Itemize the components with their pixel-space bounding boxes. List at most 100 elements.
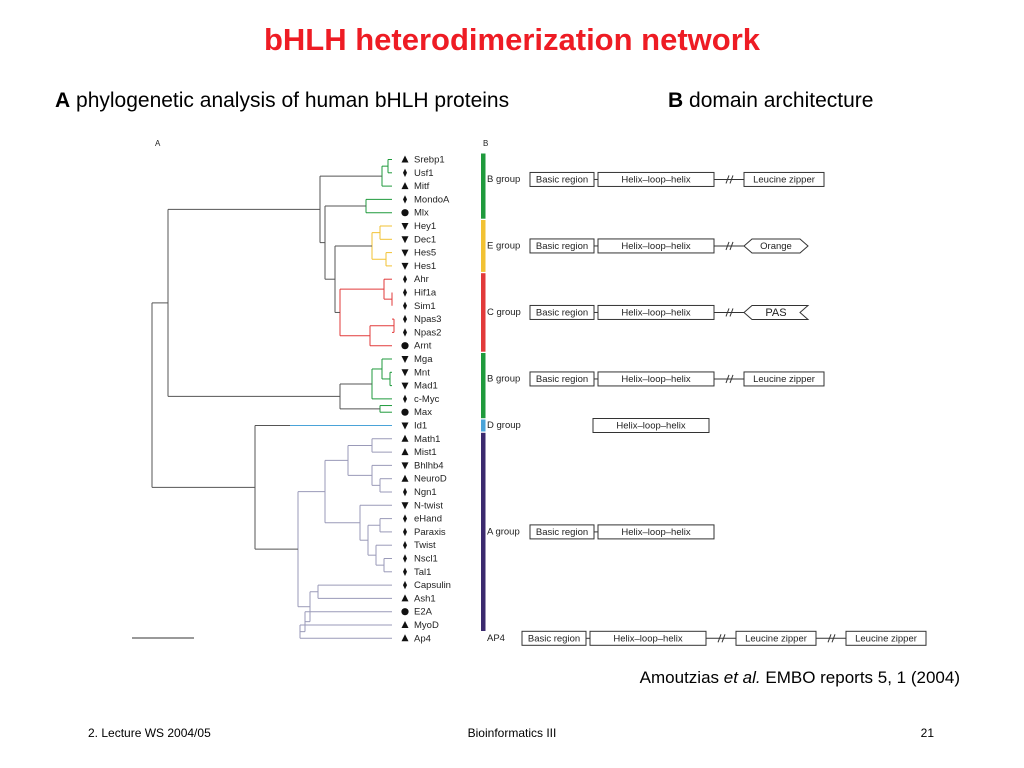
footer-course: Bioinformatics III (467, 726, 557, 740)
leaf-marker-hif1a (403, 288, 407, 297)
domain-c-group-2-0-label: Basic region (536, 307, 588, 318)
leaf-marker-max (401, 408, 409, 416)
leaf-label-mist1: Mist1 (414, 447, 437, 458)
domain-ap4-6-2-break-b (721, 634, 726, 643)
leaf-marker-hey1 (401, 223, 409, 230)
leaf-label-ahr: Ahr (414, 274, 429, 285)
leaf-marker-ehand (403, 514, 407, 523)
footer-lecture: 2. Lecture WS 2004/05 (88, 726, 211, 740)
domain-b-group-3-2-break-a (725, 374, 730, 384)
leaf-label-hey1: Hey1 (414, 221, 436, 232)
leaf-marker-c-myc (403, 394, 407, 404)
leaf-marker-npas3 (403, 314, 407, 324)
domain-b-group-0-2-break-b (729, 175, 734, 184)
domain-a-group-5-1-label: Helix–loop–helix (621, 527, 690, 538)
domain-c-group-2-1-label: Helix–loop–helix (621, 307, 690, 318)
leaf-marker-ap4 (401, 634, 409, 642)
domain-d-group-4-0-label: Helix–loop–helix (616, 421, 685, 432)
panel-b-label: domain architecture (689, 89, 874, 112)
leaf-marker-id1 (401, 422, 409, 430)
figure-corner-a: A (155, 139, 161, 148)
domain-c-group-2-2-break-a (725, 308, 730, 317)
leaf-label-capsulin: Capsulin (414, 580, 451, 591)
group-label-c-group-2: C group (487, 307, 521, 318)
domain-c-group-2-2-label: PAS (765, 307, 786, 319)
leaf-label-srebp1: Srebp1 (414, 155, 445, 166)
domain-ap4-6-2-break-a (717, 634, 722, 643)
domain-e-group-1-2-break-a (725, 241, 730, 251)
leaf-marker-math1 (401, 434, 409, 442)
leaf-label-mondoa: MondoA (414, 194, 450, 205)
leaf-marker-npas2 (403, 328, 407, 337)
leaf-label-twist: Twist (414, 540, 436, 551)
panel-a-label: phylogenetic analysis of human bHLH prot… (76, 89, 510, 112)
domain-b-group-0-2-shape (743, 171, 825, 187)
leaf-marker-mad1 (401, 382, 409, 390)
group-bar-b-group-0 (481, 153, 486, 219)
leaf-label-arnt: Arnt (414, 341, 432, 352)
leaf-label-mad1: Mad1 (414, 381, 438, 392)
domain-b-group-0-0-label: Basic region (536, 174, 588, 185)
leaf-marker-tal1 (403, 567, 407, 576)
domain-ap4-6-3-break-b (831, 634, 836, 643)
group-label-b-group-3: B group (487, 373, 520, 384)
leaf-marker-mondoa (403, 195, 407, 204)
leaf-marker-bhlhb4 (401, 462, 409, 470)
leaf-label-mga: Mga (414, 354, 433, 365)
domain-b-group-3-2-label: Leucine zipper (753, 374, 815, 385)
leaf-marker-twist (403, 541, 407, 550)
panel-b-letter: B (668, 89, 684, 112)
leaf-label-tal1: Tal1 (414, 567, 431, 578)
leaf-label-c-myc: c-Myc (414, 394, 440, 405)
leaf-label-ash1: Ash1 (414, 593, 436, 604)
domain-d-group-4-0-shape (592, 418, 710, 433)
domain-ap4-6-1-label: Helix–loop–helix (613, 633, 682, 644)
leaf-label-hif1a: Hif1a (414, 288, 437, 299)
domain-e-group-1-2-shape (743, 238, 809, 254)
leaf-marker-ahr (403, 275, 407, 284)
leaf-marker-ngn1 (403, 487, 407, 497)
leaf-label-mitf: Mitf (414, 181, 430, 192)
leaf-marker-srebp1 (401, 155, 409, 163)
leaf-label-n-twist: N-twist (414, 500, 443, 511)
figure-corner-b: B (483, 139, 488, 148)
leaf-marker-mitf (401, 182, 409, 190)
domain-ap4-6-3-break-a (827, 634, 832, 643)
leaf-label-sim1: Sim1 (414, 301, 436, 312)
leaf-label-mnt: Mnt (414, 367, 430, 378)
group-bar-d-group-4 (481, 419, 486, 432)
leaf-marker-capsulin (403, 580, 407, 590)
group-label-b-group-0: B group (487, 174, 520, 185)
leaf-marker-ash1 (401, 594, 409, 602)
citation-etal: et al. (723, 668, 761, 687)
leaf-marker-paraxis (403, 527, 407, 537)
domain-b-group-0-2-break-a (725, 175, 730, 184)
group-bar-c-group-2 (481, 273, 486, 352)
domain-a-group-5-0-label: Basic region (536, 527, 588, 538)
leaf-marker-arnt (401, 342, 409, 350)
leaf-marker-myod (401, 621, 409, 628)
panel-a-heading: A phylogenetic analysis of human bHLH pr… (55, 89, 509, 113)
domain-b-group-3-2-break-b (729, 374, 734, 384)
panel-b-heading: B domain architecture (668, 89, 873, 113)
leaf-label-paraxis: Paraxis (414, 527, 446, 538)
leaf-marker-nscl1 (403, 554, 407, 563)
leaf-label-npas2: Npas2 (414, 327, 441, 338)
leaf-label-usf1: Usf1 (414, 168, 434, 179)
leaf-marker-hes1 (401, 262, 409, 270)
domain-b-group-3-1-label: Helix–loop–helix (621, 374, 690, 385)
leaf-marker-usf1 (403, 168, 407, 177)
leaf-marker-hes5 (401, 249, 409, 257)
domain-c-group-2-2-break-b (729, 308, 734, 317)
group-label-e-group-1: E group (487, 240, 520, 251)
leaf-label-bhlhb4: Bhlhb4 (414, 460, 444, 471)
leaf-label-npas3: Npas3 (414, 314, 441, 325)
domain-b-group-0-1-label: Helix–loop–helix (621, 174, 690, 185)
domain-ap4-6-0-label: Basic region (528, 633, 580, 644)
leaf-label-neurod: NeuroD (414, 474, 447, 485)
leaf-marker-mga (401, 356, 409, 363)
leaf-label-max: Max (414, 407, 432, 418)
leaf-marker-sim1 (403, 301, 407, 310)
citation-author: Amoutzias (639, 668, 720, 687)
